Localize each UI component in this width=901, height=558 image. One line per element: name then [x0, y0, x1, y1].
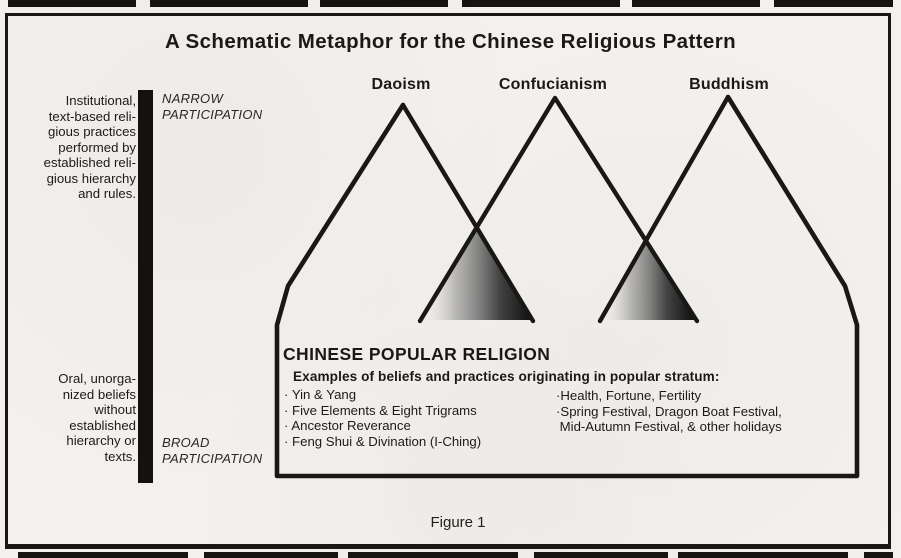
- belief-item: · Yin & Yang: [284, 387, 357, 402]
- popular-religion-subheading: Examples of beliefs and practices origin…: [293, 369, 720, 384]
- oral-line: nized beliefs: [62, 386, 136, 402]
- belief-item: · Feng Shui & Divination (I-Ching): [284, 434, 482, 450]
- figure-caption: Figure 1: [430, 514, 486, 531]
- institutional-line: performed by: [58, 139, 136, 155]
- narrow-line: PARTICIPATION: [162, 106, 263, 122]
- label-buddhism: Buddhism: [689, 76, 769, 93]
- scan-edge-bottom: [8, 552, 893, 558]
- oral-line: hierarchy or: [66, 433, 136, 448]
- oral-line: Oral, unorga-: [58, 371, 136, 386]
- broad-line: BROAD: [162, 435, 210, 450]
- institutional-line: text-based reli-: [48, 108, 136, 124]
- practice-item: ·Health, Fortune, Fertility: [556, 388, 702, 403]
- popular-religion-right-list: ·Health, Fortune, Fertility·Spring Festi…: [556, 388, 782, 435]
- belief-item: · Ancestor Reverance: [284, 418, 411, 434]
- institutional-line: gious hierarchy: [46, 170, 136, 186]
- institutional-line: Institutional,: [65, 93, 136, 108]
- daoism-triangle-right-side: [400, 102, 536, 324]
- practice-item: Mid-Autumn Festival, & other holidays: [556, 419, 782, 435]
- institutional-line: gious practices: [48, 124, 136, 139]
- buddhism-triangle-left-side: [597, 94, 731, 324]
- broad-line: PARTICIPATION: [162, 450, 263, 466]
- label-confucianism: Confucianism: [498, 76, 608, 93]
- scan-edge-top: [8, 0, 893, 7]
- popular-religion-heading: CHINESE POPULAR RELIGION: [283, 344, 551, 364]
- narrow-line: NARROW: [162, 91, 224, 106]
- oral-line: texts.: [104, 448, 136, 464]
- oral-line: established: [69, 417, 136, 433]
- institutional-line: established reli-: [43, 155, 136, 170]
- overlap-daoism-confucianism: [421, 229, 533, 320]
- practice-item: ·Spring Festival, Dragon Boat Festival,: [556, 403, 782, 419]
- outer-silhouette-and-popular-religion-box: [274, 94, 860, 479]
- belief-item: · Five Elements & Eight Trigrams: [284, 402, 477, 418]
- overlap-confucianism-buddhism: [601, 242, 695, 320]
- oral-line: without: [94, 402, 136, 417]
- institutional-description: Institutional,text-based reli-gious prac…: [44, 93, 136, 202]
- label-daoism: Daoism: [371, 76, 431, 93]
- participation-axis-bar: [138, 90, 153, 483]
- figure-title: A Schematic Metaphor for the Chinese Rel…: [164, 30, 737, 53]
- confucianism-triangle: [417, 95, 700, 324]
- figure-frame: [5, 13, 891, 549]
- popular-religion-left-list: · Yin & Yang· Five Elements & Eight Trig…: [284, 387, 481, 450]
- institutional-line: and rules.: [78, 186, 136, 201]
